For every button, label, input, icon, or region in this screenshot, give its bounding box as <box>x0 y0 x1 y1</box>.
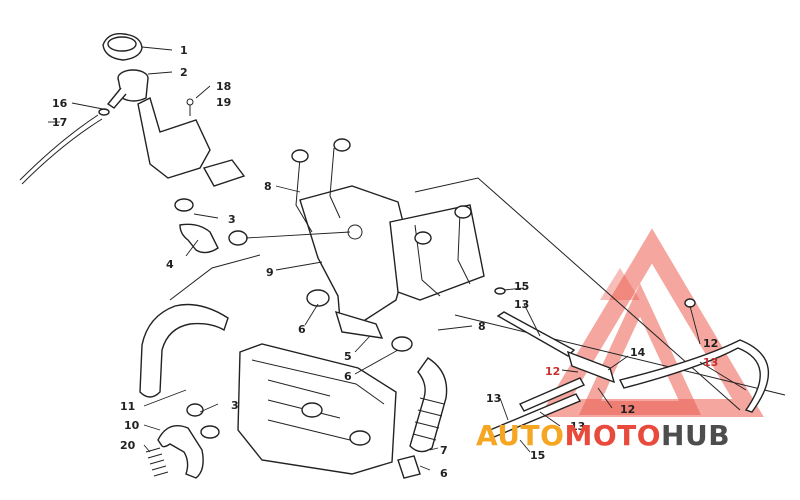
callout-16: 16 <box>52 97 68 110</box>
callout-15-upper: 15 <box>514 280 529 293</box>
callout-3-lower: 3 <box>231 399 239 412</box>
callout-4: 4 <box>166 258 174 271</box>
callout-14: 14 <box>630 346 646 359</box>
callout-12-right: 12 <box>703 337 718 350</box>
callout-13-lower: 13 <box>570 420 585 433</box>
filler-neck <box>106 69 149 109</box>
assembly-guide-lines <box>169 177 786 411</box>
callout-2: 2 <box>180 66 188 79</box>
callout-13-upper: 13 <box>514 298 529 311</box>
callout-13-left: 13 <box>486 392 501 405</box>
spark-plug-wires <box>291 138 472 297</box>
callout-3-upper: 3 <box>228 213 236 226</box>
watermark-auto: AUTO <box>476 419 565 452</box>
watermark-moto: MOTO <box>564 419 662 452</box>
callout-1: 1 <box>180 44 188 57</box>
callout-20: 20 <box>120 439 136 452</box>
callout-leader-lines <box>48 46 747 471</box>
callout-12-lower: 12 <box>620 403 635 416</box>
callout-18: 18 <box>216 80 231 93</box>
callout-6-upper: 6 <box>298 323 306 336</box>
callout-11: 11 <box>120 400 135 413</box>
coolant-tube-connector <box>306 289 413 352</box>
callout-19: 19 <box>216 96 231 109</box>
engine-block <box>237 343 397 475</box>
callout-15-lower: 15 <box>530 449 545 462</box>
callout-8-right: 8 <box>478 320 486 333</box>
corrugated-hose <box>397 357 448 479</box>
radiator-cap <box>102 33 143 61</box>
callout-5: 5 <box>344 350 352 363</box>
reservoir-bracket <box>137 96 246 187</box>
callout-8-upper: 8 <box>264 180 272 193</box>
callout-9: 9 <box>266 266 274 279</box>
callout-6-middle: 6 <box>344 370 352 383</box>
watermark-hub: HUB <box>661 419 731 452</box>
upper-elbow-hose <box>174 198 248 254</box>
callout-6-lower: 6 <box>440 467 448 480</box>
lower-hose-with-spring <box>145 403 220 479</box>
callout-7: 7 <box>440 444 448 457</box>
callout-17: 17 <box>52 116 67 129</box>
callout-13-right: 13 <box>703 356 718 369</box>
cylinder-head <box>299 185 485 339</box>
callout-10: 10 <box>124 419 140 432</box>
watermark-brand: AUTOMOTOHUB <box>476 419 730 452</box>
bypass-tubes-and-fitting <box>488 287 770 438</box>
callout-12-left: 12 <box>545 365 560 378</box>
radiator-hose-large <box>139 303 229 398</box>
